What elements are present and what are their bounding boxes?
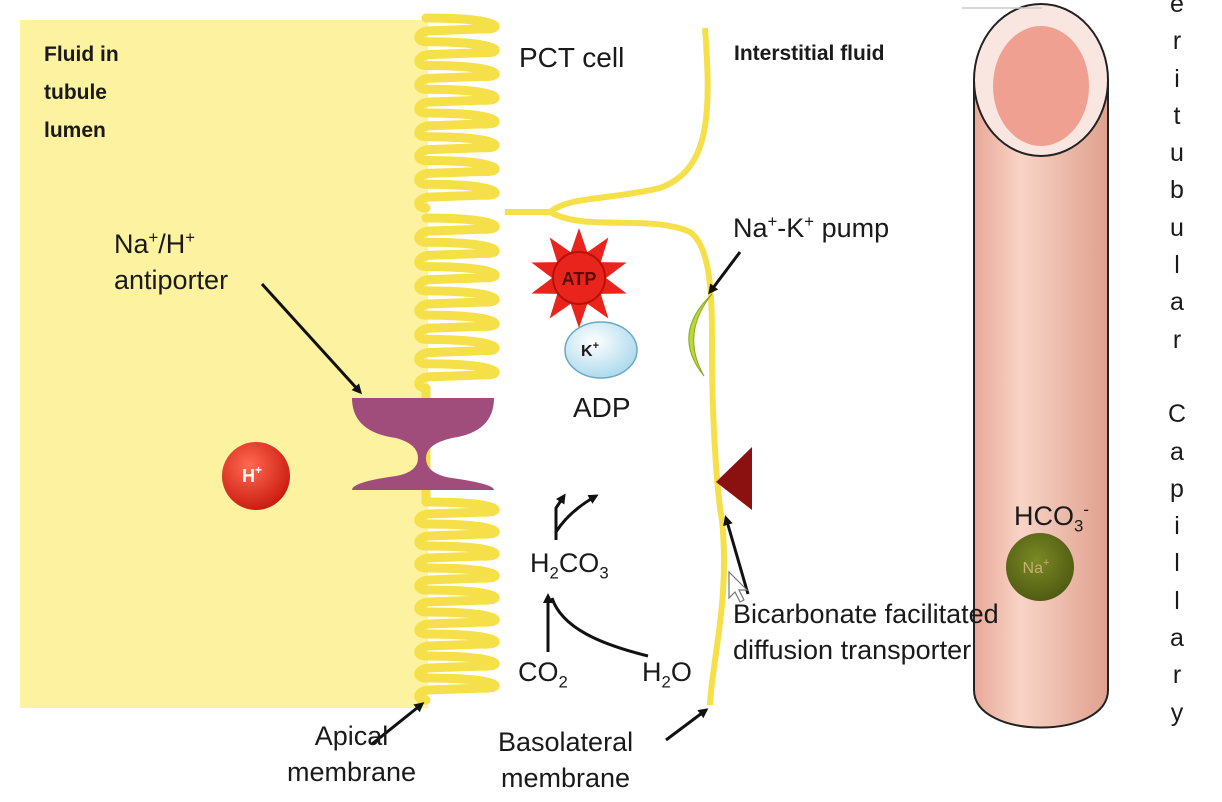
antiporter-label: Na+/H+ antiporter xyxy=(114,228,229,295)
apical-membrane xyxy=(414,13,500,705)
reaction-arrow-h2o xyxy=(550,597,649,658)
na-k-pump-label: Na+-K+ pump xyxy=(733,212,890,243)
pct-cell-label: PCT cell xyxy=(519,42,625,73)
hco3-label: HCO3- xyxy=(1014,500,1089,536)
h-ion: H+ xyxy=(222,442,290,510)
interstitial-fluid-label: Interstitial fluid xyxy=(734,42,885,65)
pump-pointer-arrow xyxy=(708,251,742,295)
na-h-antiporter xyxy=(352,398,494,490)
svg-text:Na+: Na+ xyxy=(1023,557,1050,577)
na-ion: Na+ xyxy=(1006,533,1074,601)
atp-label: ATP xyxy=(562,269,597,289)
dissociation-arrow-right xyxy=(554,494,599,533)
bicarb-pointer-arrow xyxy=(723,515,750,595)
tubule-lumen-region xyxy=(20,20,428,708)
svg-text:K+: K+ xyxy=(581,340,599,360)
basolateral-pointer-arrow xyxy=(665,708,709,742)
adp-label: ADP xyxy=(573,392,631,423)
h2co3-label: H2CO3 xyxy=(530,548,609,583)
lumen-label: Fluid in tubule lumen xyxy=(44,43,119,142)
apical-pointer-arrow xyxy=(371,702,425,746)
dissociation-arrow-left xyxy=(554,493,566,540)
atp-starburst: ATP xyxy=(531,228,627,328)
na-k-pump xyxy=(688,293,713,377)
capillary-lumen xyxy=(993,26,1089,146)
mouse-cursor-icon xyxy=(728,570,749,603)
h2o-label: H2O xyxy=(642,657,692,692)
bicarbonate-transporter xyxy=(716,447,752,510)
antiporter-pointer-arrow xyxy=(260,282,363,395)
svg-text:H+: H+ xyxy=(242,463,262,486)
co2-label: CO2 xyxy=(518,657,568,692)
k-ion: K+ xyxy=(564,321,638,379)
peritubular-capillary-label: e r i t u b u l a r C a p i l l a r y xyxy=(1167,0,1187,727)
basolateral-membrane xyxy=(544,27,727,706)
peritubular-capillary xyxy=(973,3,1109,729)
